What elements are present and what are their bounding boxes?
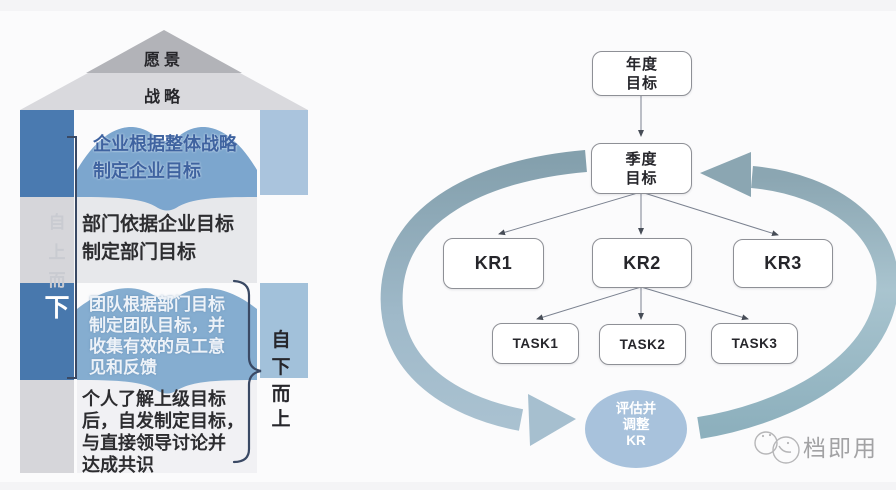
kr3-label: KR3: [764, 253, 802, 273]
task2-box: TASK2: [599, 324, 686, 365]
evaluate-circle: [585, 390, 687, 468]
band-text-line: 达成共识: [82, 455, 154, 475]
connector-quarterly-kr1: [498, 191, 642, 236]
cycle-arrowhead-to-evaluate-icon: [528, 394, 576, 446]
cycle-arrowhead-to-quarterly-icon: [700, 152, 751, 197]
kr2-box: KR2: [592, 238, 692, 288]
bottom-up-axis-char: 自: [271, 330, 291, 351]
kr1-box: KR1: [443, 238, 544, 289]
pyramid-band-department: [77, 197, 257, 283]
pyramid-right-strip-team: [260, 283, 308, 378]
band-text-line: 见和反馈: [89, 358, 157, 377]
band-text-line: 部门依据企业目标: [82, 214, 235, 235]
evaluate-line: 评估并: [615, 401, 657, 416]
bottom-up-axis-char: 上: [271, 409, 291, 430]
band-text-department: 部门依据企业目标 制定部门目标: [82, 211, 234, 267]
band-text-line: 团队根据部门目标: [89, 295, 225, 314]
band-text-company: 企业根据整体战略 制定企业目标: [93, 131, 237, 185]
band-text-line: 企业根据整体战略: [93, 134, 237, 154]
connector-kr2-task3: [640, 286, 749, 321]
pyramid-left-strip-team: [20, 283, 74, 380]
evaluate-circle-label: 评估并 调整 KR: [585, 401, 687, 449]
band-text-line: 制定部门目标: [82, 242, 197, 263]
band-text-line: 收集有效的员工意: [89, 337, 225, 356]
quarterly-goal-box: 季度 目标: [591, 143, 692, 194]
quarterly-goal-line: 季度: [625, 150, 658, 168]
cycle-arrow-left-arc: [380, 150, 587, 431]
bottom-margin-strip: [0, 482, 896, 490]
task3-box: TASK3: [711, 323, 798, 364]
watermark-logo-icon: [754, 431, 800, 464]
quarterly-goal-line: 目标: [625, 169, 658, 187]
band-text-line: 个人了解上级目标: [82, 389, 226, 409]
kr2-label: KR2: [623, 252, 661, 273]
top-down-axis-char: 自: [48, 213, 66, 232]
pyramid-left-strip-department: [20, 197, 74, 283]
annual-goal-line: 年度: [625, 55, 658, 73]
bottom-up-axis-char: 而: [271, 384, 291, 405]
connector-kr2-task1: [536, 286, 642, 321]
band-text-line: 制定团队目标，并: [89, 316, 225, 335]
band-text-line: 后，自发制定目标，: [82, 411, 244, 431]
top-down-axis-char: 下: [44, 294, 70, 322]
pyramid-left-strip-company: [20, 110, 74, 197]
top-down-axis-char: 而: [48, 271, 66, 290]
band-text-individual: 个人了解上级目标 后，自发制定目标， 与直接领导讨论并 达成共识: [82, 388, 244, 476]
evaluate-line: KR: [626, 433, 646, 448]
pyramid-band-team: [77, 283, 257, 394]
band-text-team: 团队根据部门目标 制定团队目标，并 收集有效的员工意 见和反馈: [89, 294, 225, 378]
top-down-bracket: [67, 136, 77, 379]
watermark-text: 档即用: [803, 435, 878, 461]
task1-label: TASK1: [512, 336, 559, 351]
pyramid-left-strip-individual: [20, 380, 74, 473]
kr1-label: KR1: [474, 253, 513, 273]
connector-lines: [498, 95, 779, 321]
kr3-box: KR3: [733, 239, 833, 288]
connector-quarterly-kr3: [640, 191, 779, 237]
pyramid-right-strip-company: [260, 110, 308, 195]
vision-label: 愿景: [143, 52, 184, 69]
evaluate-line: 调整: [622, 417, 650, 432]
annual-goal-box: 年度 目标: [592, 51, 692, 96]
task3-label: TASK3: [731, 336, 778, 351]
bottom-up-brace: [232, 279, 262, 464]
band-text-line: 制定企业目标: [93, 161, 201, 181]
bottom-up-axis-char: 下: [271, 357, 291, 378]
pyramid-band-individual: [77, 380, 257, 473]
top-margin-strip: [0, 0, 896, 11]
annual-goal-line: 目标: [625, 74, 658, 92]
cycle-arrow-right-arc: [697, 166, 896, 439]
task1-box: TASK1: [492, 323, 579, 364]
band-text-line: 与直接领导讨论并: [82, 433, 226, 453]
top-down-axis-char: 上: [48, 243, 66, 262]
strategy-label: 战略: [143, 89, 184, 106]
task2-label: TASK2: [619, 337, 666, 352]
